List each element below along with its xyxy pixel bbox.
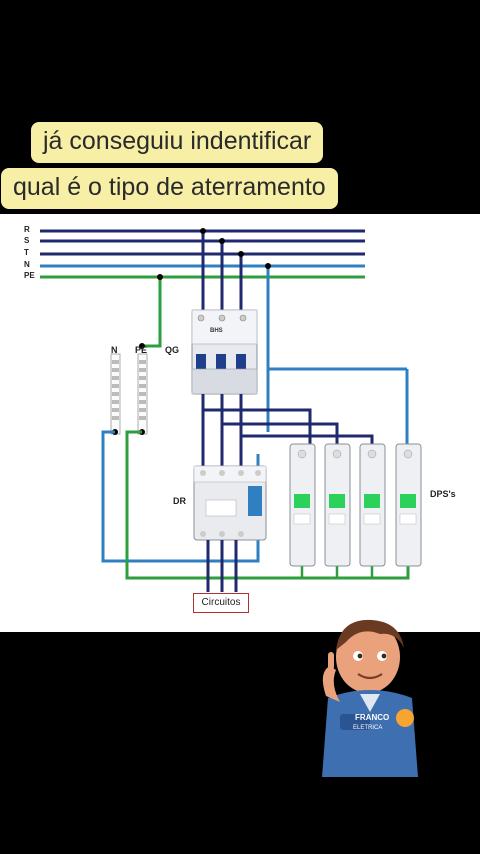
label-n: N <box>24 260 30 269</box>
dps-4 <box>395 443 422 567</box>
earth-busbar <box>137 353 148 435</box>
label-dps: DPS's <box>430 489 456 499</box>
label-r: R <box>24 225 30 234</box>
label-t: T <box>24 248 29 257</box>
label-pe: PE <box>24 271 35 280</box>
mascot-badge-line1: FRANCO <box>355 713 389 722</box>
wiring-diagram: BHS <box>0 214 480 632</box>
wiring-diagram-svg: BHS <box>40 228 422 592</box>
busbar-label-pe: PE <box>135 345 148 355</box>
circuitos-box: Circuitos <box>193 593 249 613</box>
dr-device <box>193 465 267 541</box>
label-qg: QG <box>165 345 180 355</box>
mascot-badge-line2: ELETRICA <box>353 725 382 731</box>
qg-breaker: BHS <box>191 309 258 395</box>
electrician-mascot: FRANCO ELETRICA <box>322 619 418 777</box>
svg-text:BHS: BHS <box>210 328 223 334</box>
caption-line-1: já conseguiu indentificar <box>31 122 324 163</box>
dps-1 <box>289 443 316 567</box>
label-dr: DR <box>173 496 186 506</box>
caption-line-2: qual é o tipo de aterramento <box>1 168 338 209</box>
label-s: S <box>24 236 30 245</box>
busbar-label-n: N <box>111 345 118 355</box>
dps-2 <box>324 443 351 567</box>
dps-3 <box>359 443 386 567</box>
neutral-busbar <box>110 353 121 435</box>
